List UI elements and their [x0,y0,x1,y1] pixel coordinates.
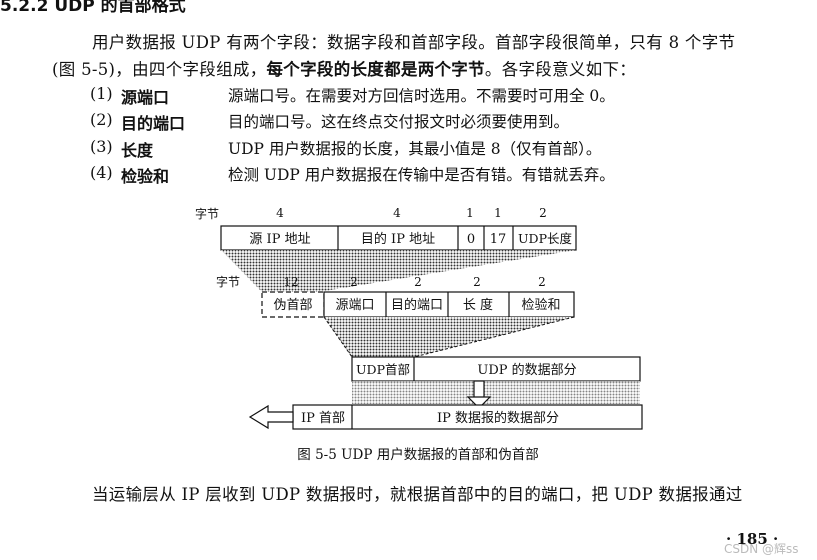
field-description: 目的端口号。这在终点交付报文时必须要使用到。 [228,113,570,131]
figure-caption: 图 5-5 UDP 用户数据报的首部和伪首部 [297,446,538,463]
field-term: 源端口 [121,88,170,107]
byte-size: 2 [539,206,547,220]
intro-line-2-bold: 每个字段的长度都是两个字节 [266,60,485,79]
header-field-length: 长 度 [463,297,493,313]
ip-header-label: IP 首部 [301,411,345,426]
intro-line-2-post: 。各字段意义如下： [484,60,637,79]
field-description: UDP 用户数据报的长度，其最小值是 8（仅有首部）。 [228,140,602,158]
intro-line-1: 用户数据报 UDP 有两个字段：数据字段和首部字段。首部字段很简单，只有 8 个… [92,33,736,52]
pseudo-field-dst-ip: 目的 IP 地址 [361,231,435,247]
byte-size: 1 [494,206,502,220]
pseudo-field-udp-length: UDP长度 [518,231,572,246]
byte-size: 12 [283,275,298,289]
udp-header-funnel [324,317,574,357]
udp-header-label: UDP首部 [356,362,410,377]
intro-line-2: (图 5-5)，由四个字段组成，每个字段的长度都是两个字节。各字段意义如下： [52,56,636,80]
section-heading: 5.2.2 UDP 的首部格式 [0,0,186,16]
pseudo-header-row [220,225,577,251]
ip-data-label: IP 数据报的数据部分 [437,410,559,426]
field-description: 源端口号。在需要对方回信时选用。不需要时可用全 0。 [228,87,615,105]
byte-size: 4 [393,206,401,220]
left-arrow-icon [248,404,294,430]
pseudo-header-funnel [221,250,576,292]
watermark: CSDN @辉ss [724,542,799,556]
field-number: (1) [90,84,113,103]
header-field-checksum: 检验和 [521,297,560,313]
field-term: 长度 [121,141,154,160]
udp-shadow [352,381,640,404]
byte-size: 1 [466,206,474,220]
byte-size: 4 [276,206,284,220]
udp-data-label: UDP 的数据部分 [477,362,576,378]
udp-header-row [261,291,575,318]
byte-size: 2 [350,275,358,289]
byte-size: 2 [538,275,546,289]
closing-paragraph: 当运输层从 IP 层收到 UDP 数据报时，就根据首部中的目的端口，把 UDP … [92,485,743,504]
field-description: 检测 UDP 用户数据报在传输中是否有错。有错就丢弃。 [228,166,615,184]
down-arrow-icon [466,380,492,409]
pseudo-field-protocol: 17 [490,232,507,247]
field-number: (2) [90,110,113,129]
ip-datagram-row [292,404,643,430]
field-term: 目的端口 [121,114,186,133]
page-number: · 185 · [726,530,779,548]
byte-size: 2 [414,275,422,289]
byte-size: 2 [473,275,481,289]
udp-header-figure: 字节 4 4 1 1 2 源 IP 地址 目的 IP 地址 0 17 UDP长度… [195,206,643,463]
header-field-dst-port: 目的端口 [391,297,443,313]
pseudo-field-zero: 0 [467,232,475,247]
field-term: 检验和 [121,167,170,186]
header-field-src-port: 源端口 [335,298,374,313]
field-number: (4) [90,163,113,182]
byte-label: 字节 [216,274,240,289]
byte-label-bg: 字节 [216,274,240,289]
intro-line-2-pre: (图 5-5)，由四个字段组成， [52,60,267,79]
field-number: (3) [90,137,113,156]
header-field-pseudo: 伪首部 [273,298,312,313]
udp-datagram-row [351,356,641,382]
byte-label: 字节 [195,206,219,221]
pseudo-field-src-ip: 源 IP 地址 [249,232,310,247]
